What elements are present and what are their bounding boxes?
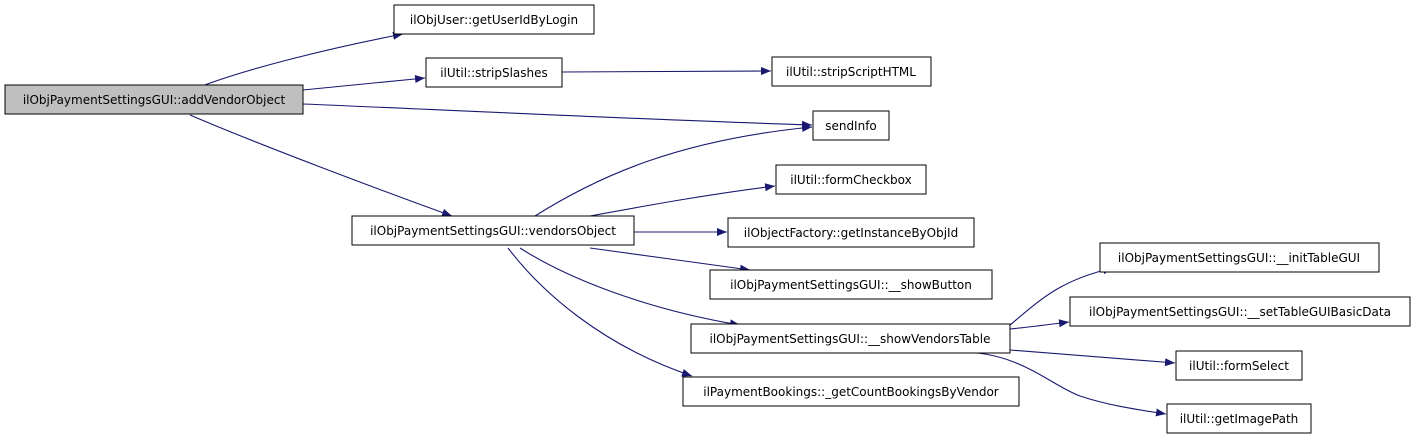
edge-vendorsobject-to-getcountbookingsbyvendor	[507, 247, 693, 377]
edge-vendorsobject-to-showbutton	[589, 247, 751, 273]
node-label: ilObjPaymentSettingsGUI::__showButton	[730, 278, 972, 292]
node-label: sendInfo	[825, 119, 877, 133]
node-label: ilObjPaymentSettingsGUI::vendorsObject	[370, 224, 616, 238]
edge-root-to-sendinfo	[302, 103, 813, 129]
node-label: ilUtil::formCheckbox	[790, 173, 912, 187]
edge-showvendorstable-to-settableguibasicdata	[1009, 319, 1070, 330]
node-label: ilUtil::stripScriptHTML	[786, 65, 916, 79]
node-showbutton[interactable]: ilObjPaymentSettingsGUI::__showButton	[709, 269, 993, 300]
node-label: ilUtil::formSelect	[1189, 359, 1289, 373]
node-getcountbookingsbyvendor[interactable]: ilPaymentBookings::_getCountBookingsByVe…	[682, 376, 1020, 407]
edge-vendorsobject-to-formcheckbox	[589, 183, 776, 217]
node-showvendorstable[interactable]: ilObjPaymentSettingsGUI::__showVendorsTa…	[690, 323, 1011, 354]
node-label: ilObjPaymentSettingsGUI::__initTableGUI	[1118, 251, 1360, 265]
edge-vendorsobject-to-sendinfo	[534, 124, 813, 217]
node-vendorsobject[interactable]: ilObjPaymentSettingsGUI::vendorsObject	[351, 215, 635, 246]
node-root[interactable]: ilObjPaymentSettingsGUI::addVendorObject	[4, 84, 304, 115]
edge-stripslashes-to-stripscripthtml	[561, 67, 772, 76]
node-stripslashes[interactable]: ilUtil::stripSlashes	[425, 57, 563, 88]
node-label: ilObjPaymentSettingsGUI::__setTableGUIBa…	[1089, 305, 1391, 319]
node-label: ilUtil::stripSlashes	[440, 66, 548, 80]
nodes: ilObjPaymentSettingsGUI::addVendorObject…	[4, 4, 1411, 434]
node-sendinfo[interactable]: sendInfo	[812, 110, 890, 141]
node-inittablegui[interactable]: ilObjPaymentSettingsGUI::__initTableGUI	[1099, 242, 1380, 273]
edge-vendorsobject-to-showvendorstable	[519, 247, 741, 328]
edge-showvendorstable-to-formselect	[1009, 349, 1176, 367]
node-label: ilUtil::getImagePath	[1180, 412, 1299, 426]
node-label: ilPaymentBookings::_getCountBookingsByVe…	[703, 385, 999, 399]
node-formselect[interactable]: ilUtil::formSelect	[1175, 350, 1303, 381]
edge-root-to-getuseridbylogin	[201, 31, 404, 87]
edge-root-to-vendorsobject	[189, 114, 453, 217]
node-getimagepath[interactable]: ilUtil::getImagePath	[1166, 403, 1312, 434]
edge-root-to-stripslashes	[302, 75, 426, 91]
edges	[189, 31, 1176, 417]
edge-showvendorstable-to-inittablegui	[1009, 266, 1114, 326]
node-formcheckbox[interactable]: ilUtil::formCheckbox	[775, 164, 927, 195]
node-getuseridbylogin[interactable]: ilObjUser::getUserIdByLogin	[393, 4, 595, 35]
node-label: ilObjPaymentSettingsGUI::__showVendorsTa…	[710, 332, 991, 346]
node-getinstancebyobjid[interactable]: ilObjectFactory::getInstanceByObjId	[727, 217, 975, 248]
edge-showvendorstable-to-getimagepath	[959, 351, 1167, 417]
node-label: ilObjectFactory::getInstanceByObjId	[744, 226, 958, 240]
node-label: ilObjUser::getUserIdByLogin	[410, 13, 578, 27]
node-label: ilObjPaymentSettingsGUI::addVendorObject	[23, 93, 286, 107]
node-stripscripthtml[interactable]: ilUtil::stripScriptHTML	[771, 56, 932, 87]
node-settableguibasicdata[interactable]: ilObjPaymentSettingsGUI::__setTableGUIBa…	[1069, 296, 1411, 327]
